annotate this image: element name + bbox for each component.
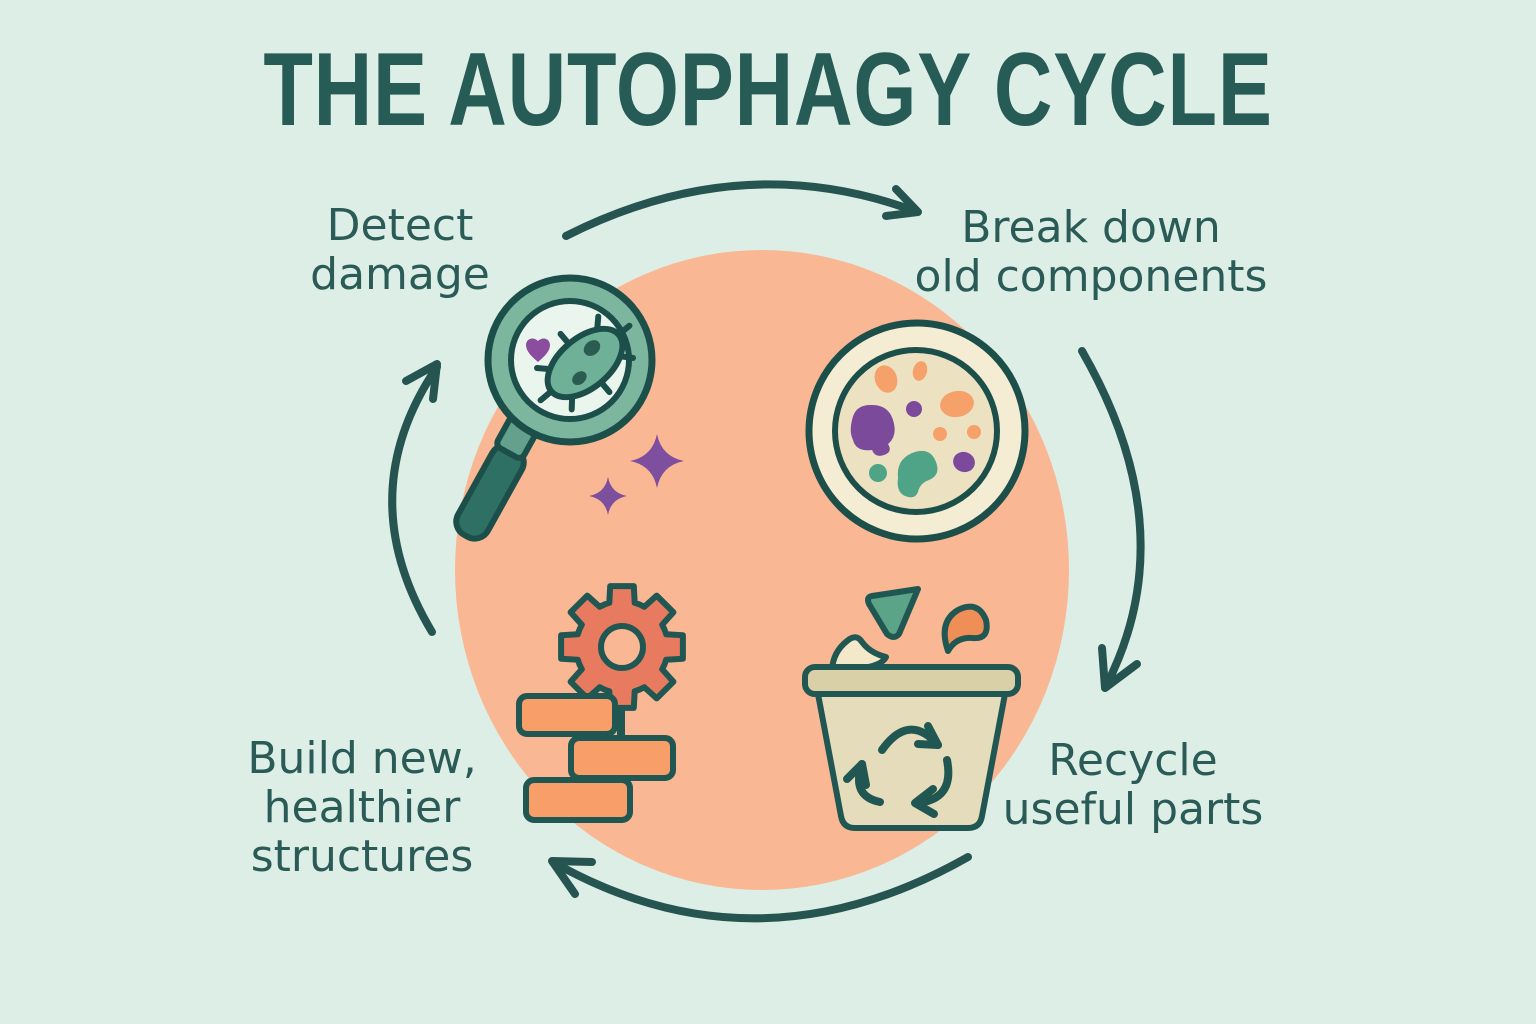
gear-bricks-icon: [516, 583, 686, 823]
sparkles-icon: [589, 434, 684, 515]
petri-dish-icon: [805, 319, 1029, 543]
damage-particle-icon: [526, 338, 550, 362]
shard-green-icon: [865, 586, 921, 640]
stage-label-recycle: Recycle useful parts: [1002, 735, 1264, 835]
recycle-bin-icon: [802, 586, 1021, 831]
magnifier-bacteria-icon: [453, 274, 656, 542]
arrow-detect-to-breakdown: [562, 180, 922, 240]
arrow-breakdown-to-recycle: [1078, 347, 1145, 692]
sparkle-small-icon: [589, 477, 627, 515]
petri-dish-contents: [850, 361, 981, 498]
stage-label-break-down: Break down old components: [914, 202, 1268, 302]
page-title-text: THE AUTOPHAGY CYCLE: [263, 32, 1273, 148]
stage-label-detect-damage: Detect damage: [310, 200, 490, 300]
stage-label-build-structures: Build new, healthier structures: [247, 733, 477, 882]
bin-body: [815, 691, 1008, 831]
bin-rim: [802, 664, 1021, 697]
shard-orange-icon: [941, 603, 990, 654]
page-title: THE AUTOPHAGY CYCLE: [0, 38, 1536, 142]
shard-cream-icon: [829, 634, 889, 673]
bricks-icon: [516, 693, 676, 823]
arrow-build-to-detect: [388, 360, 441, 636]
recycle-symbol-icon: [843, 722, 953, 818]
sparkle-large-icon: [630, 434, 684, 488]
arrow-recycle-to-build: [548, 853, 972, 923]
gear-icon: [558, 583, 686, 711]
bacteria-icon: [534, 313, 636, 413]
